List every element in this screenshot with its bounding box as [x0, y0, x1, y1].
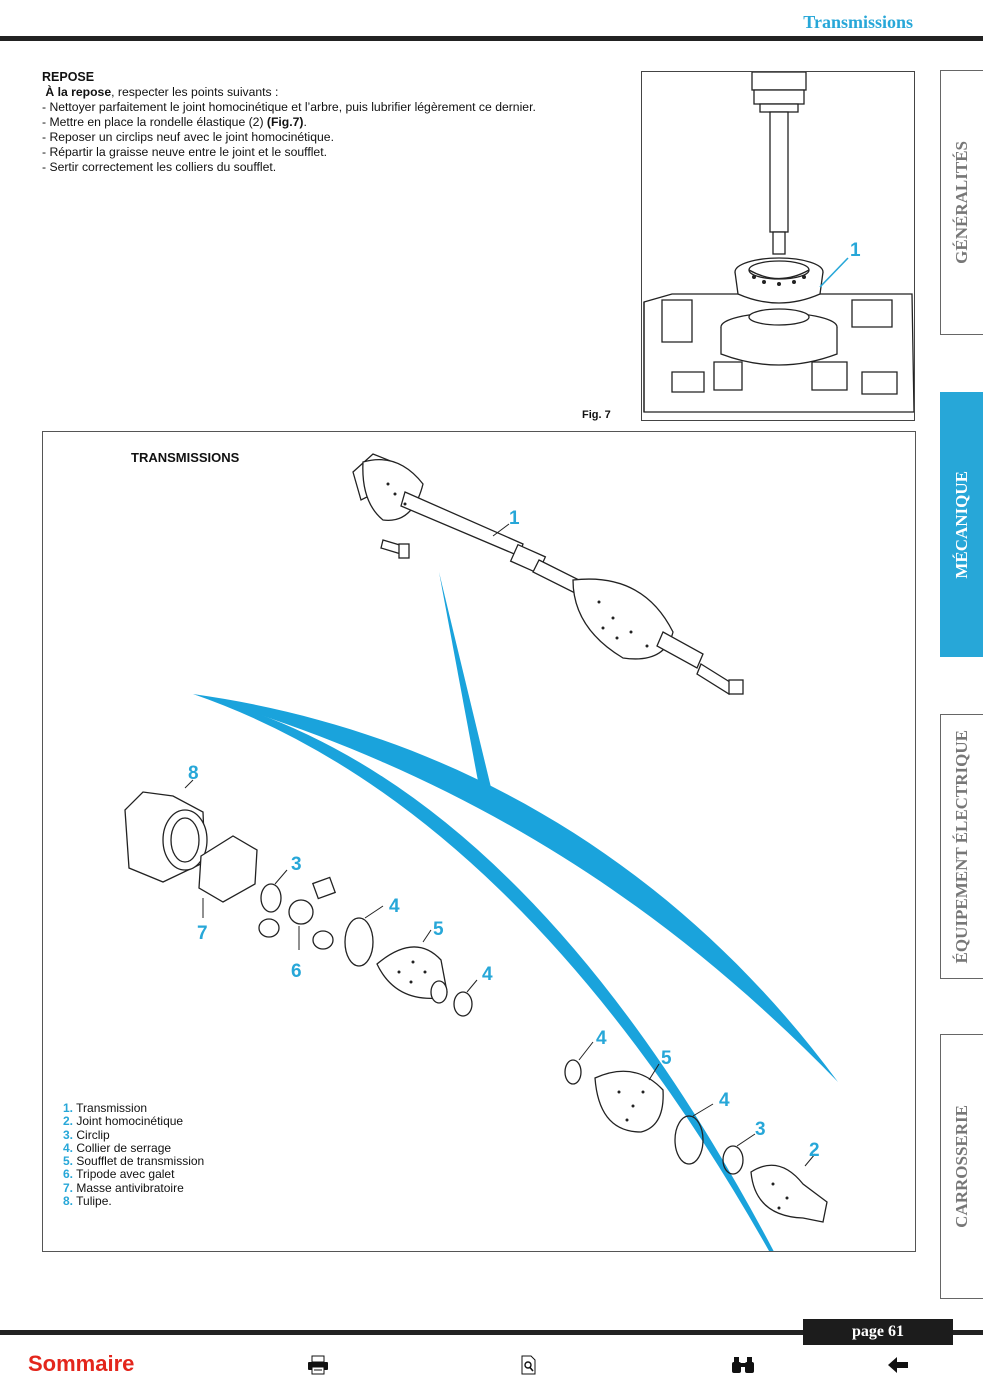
tab-carrosserie-label: CARROSSERIE [952, 1105, 971, 1228]
legend-item-number: 6. [63, 1167, 74, 1182]
footer-rule [0, 1330, 983, 1335]
callout-4-lower-right: 4 [719, 1090, 730, 1111]
callout-2: 2 [809, 1140, 820, 1161]
repose-step-3: - Reposer un circlips neuf avec le joint… [42, 130, 334, 144]
legend-item-text: Soufflet de transmission [76, 1154, 205, 1169]
tab-mecanique-label: MÉCANIQUE [952, 470, 971, 579]
callout-6: 6 [291, 961, 302, 982]
legend-item-number: 7. [63, 1180, 74, 1195]
repose-intro-rest: , respecter les points suivants : [111, 85, 279, 99]
fig7-caption: Fig. 7 [582, 409, 611, 421]
legend-item-number: 2. [63, 1114, 74, 1129]
callout-7: 7 [197, 923, 208, 944]
legend-item-text: Tulipe. [76, 1194, 112, 1209]
tab-equipement-electrique[interactable]: ÉQUIPEMENT ÉLECTRIQUE [940, 714, 983, 979]
repose-step-2-text: - Mettre en place la rondelle élastique … [42, 115, 267, 129]
legend-item-text: Masse antivibratoire [76, 1180, 184, 1195]
fig7-callout-1: 1 [850, 240, 861, 261]
callout-5-lower: 5 [661, 1048, 672, 1069]
repose-intro-bold: À la repose [45, 85, 112, 99]
legend-item-number: 8. [63, 1194, 74, 1209]
sommaire-link[interactable]: Sommaire [28, 1351, 135, 1376]
exploded-view-drawing: 1 8 3 7 6 4 5 4 4 5 4 3 2 [124, 453, 838, 1251]
transmissions-diagram: TRANSMISSIONS [42, 431, 916, 1252]
repose-step-2-figref: (Fig.7) [266, 115, 304, 129]
legend-item: 2. Joint homocinétique [63, 1115, 204, 1128]
tab-equipement-electrique-label: ÉQUIPEMENT ÉLECTRIQUE [952, 729, 971, 964]
tab-carrosserie[interactable]: CARROSSERIE [940, 1034, 983, 1299]
legend-item: 5. Soufflet de transmission [63, 1155, 204, 1168]
legend-item: 8. Tulipe. [63, 1194, 204, 1209]
legend-item: 4. Collier de serrage [63, 1140, 204, 1155]
search-page-icon[interactable] [517, 1354, 541, 1376]
legend-item: 6. Tripode avec galet [63, 1168, 204, 1181]
legend-item-text: Tripode avec galet [76, 1167, 175, 1182]
callout-5-upper: 5 [433, 919, 444, 940]
legend-item: 3. Circlip [63, 1127, 204, 1142]
page-number: page 61 [803, 1319, 953, 1345]
callout-1: 1 [509, 508, 520, 529]
repose-intro: À la repose, respecter les points suivan… [42, 85, 622, 100]
page-header-title: Transmissions [803, 12, 913, 32]
fig7-press-drawing: 1 [643, 72, 914, 413]
diagram-title: TRANSMISSIONS [131, 450, 240, 465]
repose-step-2: - Mettre en place la rondelle élastique … [42, 115, 622, 130]
binoculars-icon[interactable] [731, 1354, 755, 1376]
callout-4-upper-right: 4 [482, 964, 493, 985]
legend-item-number: 4. [63, 1140, 74, 1155]
fig7-illustration: 1 [641, 71, 915, 421]
legend-item-number: 3. [63, 1127, 74, 1142]
repose-step-5: - Sertir correctement les colliers du so… [42, 160, 277, 174]
repose-step-1: - Nettoyer parfaitement le joint homocin… [42, 100, 536, 114]
legend-item-text: Circlip [76, 1127, 110, 1142]
tab-generalites-label: GÉNÉRALITÉS [952, 141, 971, 264]
callout-3-lower: 3 [755, 1119, 766, 1140]
legend-item-number: 1. [63, 1101, 74, 1115]
legend-item-text: Collier de serrage [76, 1140, 172, 1155]
repose-section: REPOSE À la repose, respecter les points… [42, 70, 622, 175]
callout-8: 8 [188, 763, 199, 784]
back-arrow-icon[interactable] [886, 1354, 910, 1376]
legend-item: 7. Masse antivibratoire [63, 1180, 204, 1195]
legend-item-text: Joint homocinétique [76, 1114, 184, 1129]
repose-step-4: - Répartir la graisse neuve entre le joi… [42, 145, 327, 159]
header-rule [0, 36, 983, 41]
callout-3-upper: 3 [291, 854, 302, 875]
legend-item: 1. Transmission [63, 1101, 204, 1115]
repose-step-2-end: . [303, 115, 307, 129]
legend-item-number: 5. [63, 1154, 74, 1169]
tab-mecanique[interactable]: MÉCANIQUE [940, 392, 983, 657]
repose-heading: REPOSE [42, 70, 95, 84]
callout-4-lower: 4 [596, 1028, 607, 1049]
printer-icon[interactable] [306, 1354, 330, 1376]
tab-generalites[interactable]: GÉNÉRALITÉS [940, 70, 983, 335]
legend-item-text: Transmission [76, 1101, 148, 1115]
callout-4-upper: 4 [389, 896, 400, 917]
blue-swoosh-tip [439, 572, 495, 808]
